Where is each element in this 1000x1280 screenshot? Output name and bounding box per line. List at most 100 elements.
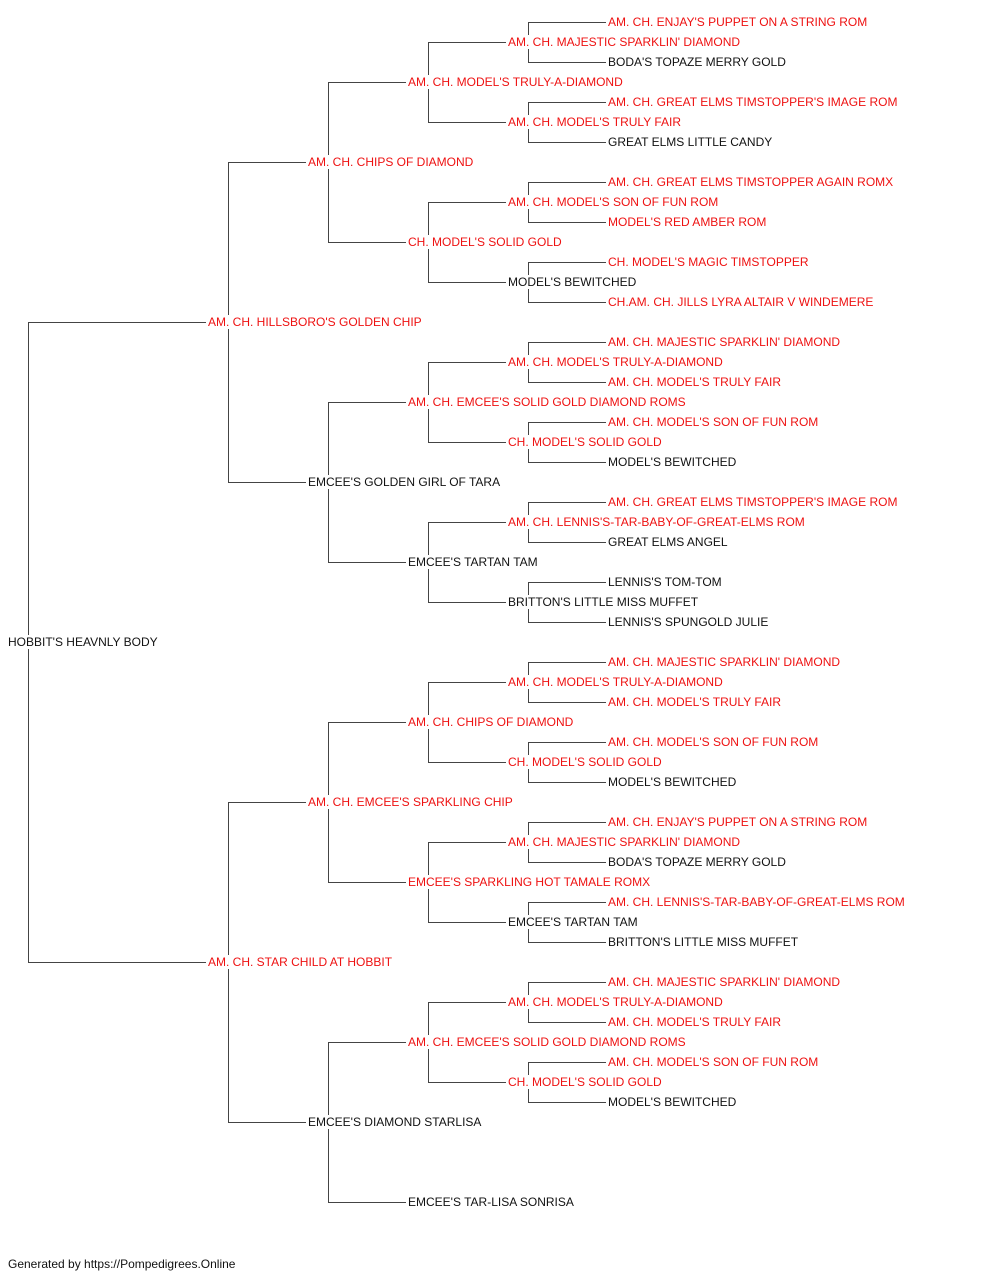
ancestor-gen3-1[interactable]: CH. MODEL'S SOLID GOLD — [408, 235, 562, 249]
connector-line — [428, 1082, 506, 1084]
ancestor-gen5-27[interactable]: MODEL'S BEWITCHED — [608, 1095, 737, 1109]
connector-line — [528, 222, 606, 224]
ancestor-gen5-14[interactable]: LENNIS'S TOM-TOM — [608, 575, 722, 589]
connector-line — [228, 162, 306, 164]
connector-line — [428, 1002, 506, 1004]
connector-line — [528, 182, 606, 184]
connector-line — [328, 242, 406, 244]
ancestor-gen4-11[interactable]: EMCEE'S TARTAN TAM — [508, 915, 638, 929]
ancestor-gen3-5[interactable]: EMCEE'S SPARKLING HOT TAMALE ROMX — [408, 875, 651, 889]
connector-line — [528, 542, 606, 544]
ancestor-gen5-9[interactable]: AM. CH. MODEL'S TRULY FAIR — [608, 375, 781, 389]
ancestor-gen5-7[interactable]: CH.AM. CH. JILLS LYRA ALTAIR V WINDEMERE — [608, 295, 874, 309]
connector-line — [528, 662, 606, 664]
connector-line — [528, 462, 606, 464]
ancestor-gen2-3[interactable]: EMCEE'S DIAMOND STARLISA — [308, 1115, 482, 1129]
ancestor-gen5-20[interactable]: AM. CH. ENJAY'S PUPPET ON A STRING ROM — [608, 815, 868, 829]
ancestor-gen5-10[interactable]: AM. CH. MODEL'S SON OF FUN ROM — [608, 415, 819, 429]
ancestor-gen4-10[interactable]: AM. CH. MAJESTIC SPARKLIN' DIAMOND — [508, 835, 741, 849]
ancestor-gen5-13[interactable]: GREAT ELMS ANGEL — [608, 535, 728, 549]
connector-line — [528, 942, 606, 944]
ancestor-gen1-0[interactable]: AM. CH. HILLSBORO'S GOLDEN CHIP — [208, 315, 422, 329]
connector-line — [528, 702, 606, 704]
connector-line — [228, 802, 306, 804]
ancestor-gen5-26[interactable]: AM. CH. MODEL'S SON OF FUN ROM — [608, 1055, 819, 1069]
ancestor-gen5-5[interactable]: MODEL'S RED AMBER ROM — [608, 215, 767, 229]
ancestor-gen4-0[interactable]: AM. CH. MAJESTIC SPARKLIN' DIAMOND — [508, 35, 741, 49]
ancestor-gen5-19[interactable]: MODEL'S BEWITCHED — [608, 775, 737, 789]
connector-line — [528, 142, 606, 144]
ancestor-gen4-4[interactable]: AM. CH. MODEL'S TRULY-A-DIAMOND — [508, 355, 723, 369]
ancestor-gen4-2[interactable]: AM. CH. MODEL'S SON OF FUN ROM — [508, 195, 719, 209]
ancestor-gen3-6[interactable]: AM. CH. EMCEE'S SOLID GOLD DIAMOND ROMS — [408, 1035, 686, 1049]
connector-line — [428, 922, 506, 924]
connector-line — [528, 742, 606, 744]
connector-line — [428, 682, 506, 684]
connector-line — [528, 1102, 606, 1104]
connector-line — [428, 282, 506, 284]
connector-line — [328, 722, 406, 724]
ancestor-gen5-6[interactable]: CH. MODEL'S MAGIC TIMSTOPPER — [608, 255, 809, 269]
ancestor-gen4-5[interactable]: CH. MODEL'S SOLID GOLD — [508, 435, 662, 449]
connector-line — [428, 762, 506, 764]
ancestor-gen3-4[interactable]: AM. CH. CHIPS OF DIAMOND — [408, 715, 574, 729]
ancestor-gen5-18[interactable]: AM. CH. MODEL'S SON OF FUN ROM — [608, 735, 819, 749]
ancestor-gen4-1[interactable]: AM. CH. MODEL'S TRULY FAIR — [508, 115, 681, 129]
ancestor-gen5-11[interactable]: MODEL'S BEWITCHED — [608, 455, 737, 469]
ancestor-gen5-0[interactable]: AM. CH. ENJAY'S PUPPET ON A STRING ROM — [608, 15, 868, 29]
ancestor-gen5-3[interactable]: GREAT ELMS LITTLE CANDY — [608, 135, 773, 149]
ancestor-gen2-1[interactable]: EMCEE'S GOLDEN GIRL OF TARA — [308, 475, 501, 489]
ancestor-gen5-22[interactable]: AM. CH. LENNIS'S-TAR-BABY-OF-GREAT-ELMS … — [608, 895, 905, 909]
ancestor-gen5-25[interactable]: AM. CH. MODEL'S TRULY FAIR — [608, 1015, 781, 1029]
ancestor-gen5-24[interactable]: AM. CH. MAJESTIC SPARKLIN' DIAMOND — [608, 975, 841, 989]
connector-line — [328, 82, 406, 84]
ancestor-gen4-12[interactable]: AM. CH. MODEL'S TRULY-A-DIAMOND — [508, 995, 723, 1009]
connector-line — [528, 382, 606, 384]
connector-line — [428, 842, 506, 844]
connector-line — [528, 902, 606, 904]
ancestor-gen5-23[interactable]: BRITTON'S LITTLE MISS MUFFET — [608, 935, 799, 949]
connector-line — [528, 22, 606, 24]
connector-line — [528, 342, 606, 344]
ancestor-gen1-1[interactable]: AM. CH. STAR CHILD AT HOBBIT — [208, 955, 393, 969]
generated-by-footer: Generated by https://Pompedigrees.Online — [8, 1257, 236, 1271]
connector-line — [428, 362, 506, 364]
connector-line — [528, 62, 606, 64]
ancestor-gen4-6[interactable]: AM. CH. LENNIS'S-TAR-BABY-OF-GREAT-ELMS … — [508, 515, 805, 529]
ancestor-gen3-2[interactable]: AM. CH. EMCEE'S SOLID GOLD DIAMOND ROMS — [408, 395, 686, 409]
connector-line — [528, 822, 606, 824]
connector-line — [328, 882, 406, 884]
connector-line — [28, 322, 206, 324]
connector-line — [528, 582, 606, 584]
ancestor-gen3-3[interactable]: EMCEE'S TARTAN TAM — [408, 555, 538, 569]
connector-line — [428, 522, 506, 524]
connector-line — [528, 622, 606, 624]
ancestor-gen5-1[interactable]: BODA'S TOPAZE MERRY GOLD — [608, 55, 786, 69]
ancestor-gen4-8[interactable]: AM. CH. MODEL'S TRULY-A-DIAMOND — [508, 675, 723, 689]
connector-line — [528, 862, 606, 864]
ancestor-gen5-17[interactable]: AM. CH. MODEL'S TRULY FAIR — [608, 695, 781, 709]
ancestor-gen5-12[interactable]: AM. CH. GREAT ELMS TIMSTOPPER'S IMAGE RO… — [608, 495, 898, 509]
connector-line — [328, 562, 406, 564]
ancestor-gen4-3[interactable]: MODEL'S BEWITCHED — [508, 275, 637, 289]
ancestor-gen5-15[interactable]: LENNIS'S SPUNGOLD JULIE — [608, 615, 769, 629]
connector-line — [228, 482, 306, 484]
connector-line — [328, 1042, 406, 1044]
ancestor-gen3-0[interactable]: AM. CH. MODEL'S TRULY-A-DIAMOND — [408, 75, 623, 89]
connector-line — [528, 1022, 606, 1024]
ancestor-gen5-2[interactable]: AM. CH. GREAT ELMS TIMSTOPPER'S IMAGE RO… — [608, 95, 898, 109]
ancestor-gen4-9[interactable]: CH. MODEL'S SOLID GOLD — [508, 755, 662, 769]
ancestor-gen5-21[interactable]: BODA'S TOPAZE MERRY GOLD — [608, 855, 786, 869]
subject-dog-name[interactable]: HOBBIT'S HEAVNLY BODY — [8, 635, 158, 649]
connector-line — [528, 302, 606, 304]
connector-line — [428, 602, 506, 604]
ancestor-gen5-4[interactable]: AM. CH. GREAT ELMS TIMSTOPPER AGAIN ROMX — [608, 175, 894, 189]
ancestor-gen5-16[interactable]: AM. CH. MAJESTIC SPARKLIN' DIAMOND — [608, 655, 841, 669]
ancestor-gen3-7[interactable]: EMCEE'S TAR-LISA SONRISA — [408, 1195, 574, 1209]
connector-line — [428, 202, 506, 204]
ancestor-gen4-13[interactable]: CH. MODEL'S SOLID GOLD — [508, 1075, 662, 1089]
ancestor-gen2-0[interactable]: AM. CH. CHIPS OF DIAMOND — [308, 155, 474, 169]
ancestor-gen4-7[interactable]: BRITTON'S LITTLE MISS MUFFET — [508, 595, 699, 609]
ancestor-gen2-2[interactable]: AM. CH. EMCEE'S SPARKLING CHIP — [308, 795, 513, 809]
ancestor-gen5-8[interactable]: AM. CH. MAJESTIC SPARKLIN' DIAMOND — [608, 335, 841, 349]
